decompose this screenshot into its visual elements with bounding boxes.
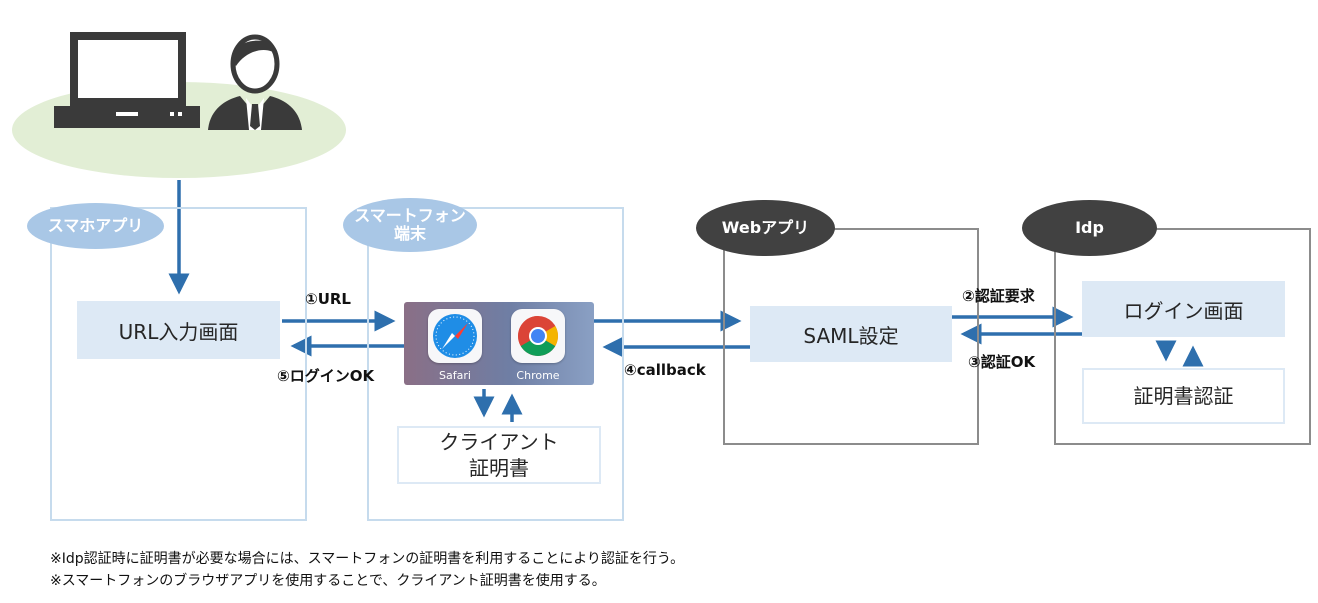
idp-badge: Idp [1022, 200, 1157, 256]
safari-label: Safari [439, 369, 471, 382]
idp-panel [1054, 228, 1311, 445]
step4-label: ④callback [624, 361, 706, 379]
safari-icon [433, 314, 477, 358]
chrome-icon [518, 316, 558, 356]
smartphone-app-badge: スマホアプリ [27, 203, 164, 249]
step5-label: ⑤ログインOK [277, 367, 375, 385]
web-app-panel [723, 228, 979, 445]
saml-settings-box: SAML設定 [750, 306, 952, 362]
footnote-2: ※スマートフォンのブラウザアプリを使用することで、クライアント証明書を使用する。 [50, 573, 606, 589]
step3-label: ③認証OK [968, 353, 1036, 371]
client-cert-box: クライアント 証明書 [397, 426, 601, 484]
login-screen-box: ログイン画面 [1082, 281, 1285, 337]
cert-auth-box: 証明書認証 [1082, 368, 1285, 424]
chrome-app-icon[interactable] [511, 309, 565, 363]
web-app-badge: Webアプリ [696, 200, 835, 256]
smartphone-device-badge-line2: 端末 [393, 224, 426, 243]
user-group [0, 0, 360, 185]
smartphone-device-badge-line1: スマートフォン [354, 205, 466, 225]
client-cert-line1: クライアント [439, 430, 559, 454]
step1-label: ①URL [305, 290, 351, 308]
chrome-label: Chrome [516, 369, 560, 382]
step2-label: ②認証要求 [962, 287, 1035, 305]
smartphone-device-panel [367, 207, 624, 521]
safari-app-icon[interactable] [428, 309, 482, 363]
smartphone-device-badge: スマートフォン 端末 [343, 198, 477, 252]
url-input-screen-box: URL入力画面 [77, 301, 280, 359]
footnote-1: ※Idp認証時に証明書が必要な場合には、スマートフォンの証明書を利用することによ… [50, 551, 685, 567]
client-cert-line2: 証明書 [468, 456, 529, 480]
businessman-icon [208, 34, 302, 130]
laptop-icon [54, 32, 200, 128]
smartphone-app-panel [50, 207, 307, 521]
